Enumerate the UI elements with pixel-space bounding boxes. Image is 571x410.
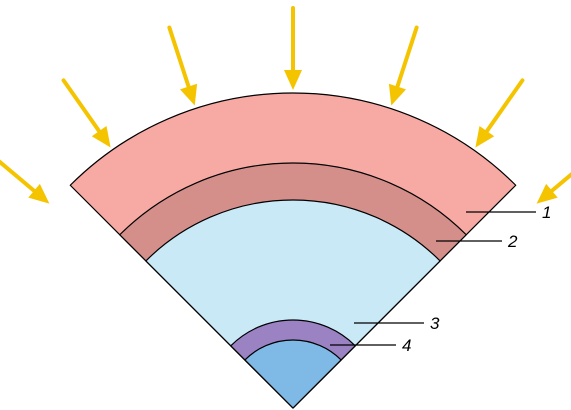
ray-arrow-icon — [0, 159, 50, 204]
ray-arrow-icon — [284, 6, 302, 90]
ray-arrowhead — [388, 83, 407, 106]
label-4: 4 — [402, 336, 411, 355]
ray-arrowhead — [28, 183, 50, 204]
ray-shaft — [549, 172, 571, 193]
core — [244, 339, 342, 409]
ray-shaft — [61, 78, 102, 134]
ray-arrow-icon — [167, 25, 198, 106]
ray-arrowhead — [91, 125, 111, 148]
ray-shaft — [0, 159, 37, 193]
ray-arrowhead — [284, 70, 302, 90]
ray-shaft — [395, 25, 419, 89]
ray-shaft — [484, 78, 525, 134]
ray-arrow-icon — [475, 78, 525, 148]
incoming-rays — [0, 6, 571, 204]
label-3: 3 — [430, 314, 440, 333]
ray-arrow-icon — [61, 78, 111, 148]
label-1: 1 — [542, 203, 551, 222]
ray-arrow-icon — [536, 172, 571, 204]
layer-labels: 1 2 3 4 — [402, 203, 551, 355]
ray-arrowhead — [475, 125, 495, 148]
ray-shaft — [167, 25, 191, 89]
ray-arrow-icon — [388, 25, 419, 106]
middle-zone — [145, 199, 441, 409]
label-leaders — [330, 211, 536, 346]
ray-arrowhead — [536, 183, 558, 204]
ray-arrowhead — [179, 83, 198, 106]
sector-layers — [69, 92, 517, 409]
label-2: 2 — [507, 232, 518, 251]
